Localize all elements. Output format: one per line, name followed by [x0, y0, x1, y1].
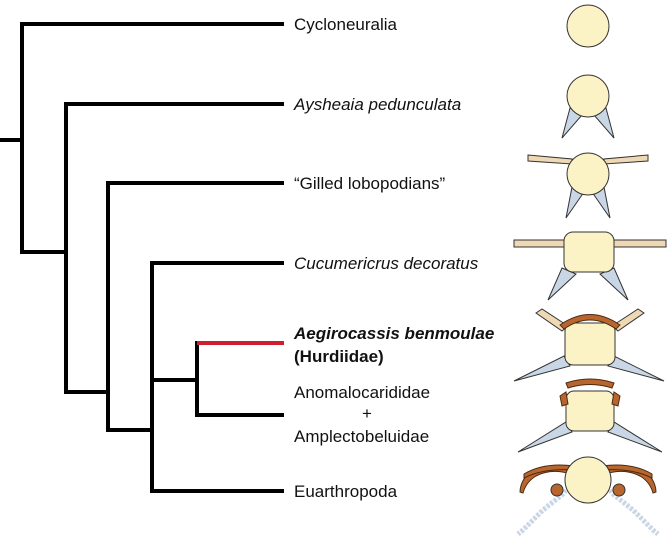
cycloneuralia-body-icon — [566, 4, 610, 48]
taxon-labels: Cycloneuralia Aysheaia pedunculata “Gill… — [293, 15, 494, 501]
label-plus: + — [362, 404, 372, 423]
label-aegirocassis: Aegirocassis benmoulae — [293, 324, 494, 343]
body-plan-icons — [513, 4, 667, 536]
label-amplectobeluidae: Amplectobeluidae — [294, 427, 429, 446]
label-euarthropoda: Euarthropoda — [294, 482, 398, 501]
anomalocaridid-body-icon — [517, 378, 663, 453]
aegirocassis-body-icon — [513, 308, 665, 382]
cucumericrus-body-icon — [513, 231, 667, 301]
label-cycloneuralia: Cycloneuralia — [294, 15, 398, 34]
label-gilled-lobopodians: “Gilled lobopodians” — [294, 174, 446, 193]
label-cucumericrus: Cucumericrus decoratus — [294, 254, 479, 273]
label-aysheaia: Aysheaia pedunculata — [293, 95, 461, 114]
euarthropod-body-icon — [516, 456, 660, 536]
aysheaia-body-icon — [561, 74, 615, 139]
label-hurdiidae: (Hurdiidae) — [294, 347, 384, 366]
gilled-lobopodian-body-icon — [527, 152, 649, 219]
label-anomalocarididae: Anomalocarididae — [294, 383, 430, 402]
phylogenetic-tree — [0, 22, 284, 493]
